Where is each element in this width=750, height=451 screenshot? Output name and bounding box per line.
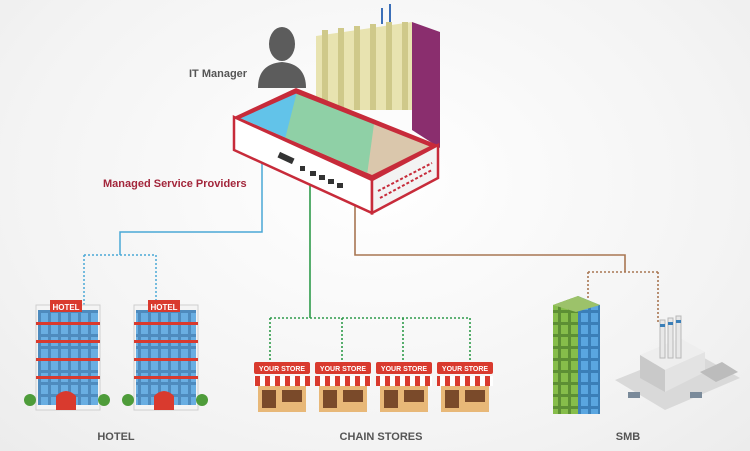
office-tower	[316, 4, 440, 148]
it-manager-avatar	[258, 27, 306, 88]
store-3: YOUR STORE	[376, 362, 432, 412]
msp-label: Managed Service Providers	[103, 178, 247, 190]
chain-stores-label: CHAIN STORES	[340, 431, 423, 443]
store-connection-lines	[269, 185, 471, 362]
store-sign: YOUR STORE	[381, 366, 427, 373]
smb-factory	[615, 315, 740, 410]
hotel-sign: HOTEL	[150, 303, 177, 312]
hotel-sign: HOTEL	[52, 303, 79, 312]
smb-office-building	[553, 296, 600, 414]
store-sign: YOUR STORE	[320, 366, 366, 373]
store-sign: YOUR STORE	[442, 366, 488, 373]
store-2: YOUR STORE	[315, 362, 371, 412]
hotel-building-1: HOTEL	[24, 300, 110, 411]
hotel-group-label: HOTEL	[97, 431, 135, 443]
store-sign: YOUR STORE	[259, 366, 305, 373]
store-4: YOUR STORE	[437, 362, 493, 412]
hotel-connection-lines	[83, 160, 263, 308]
it-manager-label: IT Manager	[189, 68, 248, 80]
smb-label: SMB	[616, 431, 641, 443]
smb-connection-lines	[354, 205, 659, 322]
store-1: YOUR STORE	[254, 362, 310, 412]
hotel-building-2: HOTEL	[122, 300, 208, 411]
